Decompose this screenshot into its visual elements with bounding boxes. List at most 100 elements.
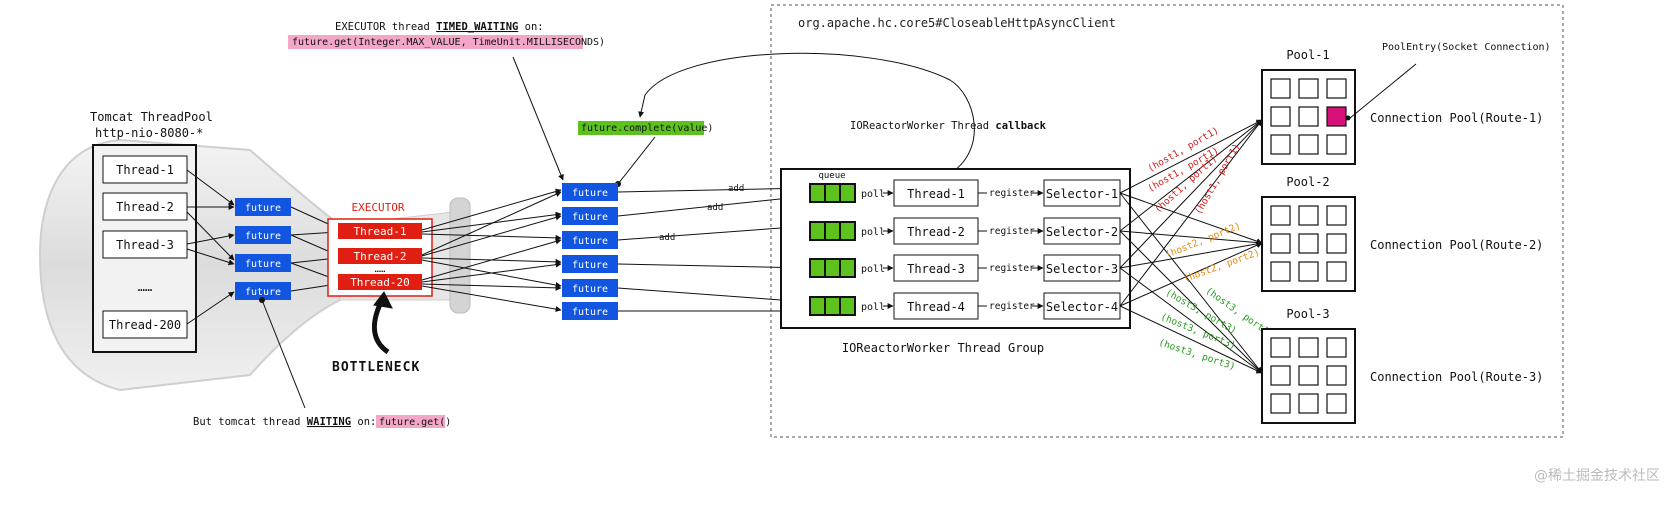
pool-slot xyxy=(1298,205,1319,226)
tomcat-title-1: Tomcat ThreadPool xyxy=(90,110,213,124)
svg-text:Selector-1: Selector-1 xyxy=(1046,187,1118,201)
pool-slot xyxy=(1270,337,1291,358)
tomcat-thread: Thread-2 xyxy=(102,192,188,221)
queue-label: queue xyxy=(818,171,845,181)
executor-ellipsis: …… xyxy=(375,265,386,275)
poll-label: poll xyxy=(861,264,885,275)
tomcat-title-2: http-nio-8080-* xyxy=(95,126,203,140)
bottleneck-arrow xyxy=(371,298,390,355)
add-label: add xyxy=(707,203,723,213)
svg-text:Thread-3: Thread-3 xyxy=(116,238,174,252)
pool-slot xyxy=(1298,365,1319,386)
register-label: register xyxy=(989,188,1035,199)
worker-group-label: IOReactorWorker Thread Group xyxy=(842,341,1044,355)
selector: Selector-3 xyxy=(1043,254,1121,282)
left-future: future xyxy=(235,282,291,300)
svg-text:Thread-2: Thread-2 xyxy=(907,225,965,239)
executor-thread: Thread-1 xyxy=(338,223,422,239)
pool-slot xyxy=(1298,134,1319,155)
pool-slot xyxy=(1298,106,1319,127)
mid-future: future xyxy=(562,255,618,273)
pool-route-label: Connection Pool(Route-3) xyxy=(1370,370,1543,384)
pool-slot xyxy=(1326,134,1347,155)
selector: Selector-2 xyxy=(1043,217,1121,245)
pool-slot xyxy=(1270,393,1291,414)
left-future: future xyxy=(235,254,291,272)
poll-label: poll xyxy=(861,189,885,200)
pool-slot xyxy=(1298,393,1319,414)
svg-text:Thread-2: Thread-2 xyxy=(354,250,407,263)
svg-text:Thread-20: Thread-20 xyxy=(350,276,410,289)
pool-slot xyxy=(1326,337,1347,358)
worker-thread: Thread-1 xyxy=(893,179,979,207)
pool-slot xyxy=(1326,233,1347,254)
left-future: future xyxy=(235,198,291,216)
tomcat-thread: Thread-200 xyxy=(102,310,188,339)
callback-label: IOReactorWorker Thread callback xyxy=(850,120,1047,132)
route-labels: (host1, port1) (host1, port1) (host1, po… xyxy=(1146,125,1275,373)
pool-slot xyxy=(1326,393,1347,414)
svg-text:future: future xyxy=(572,260,608,271)
worker-row: poll Thread-1 register Selector-1 xyxy=(809,179,1121,207)
pool-slot xyxy=(1326,365,1347,386)
queue xyxy=(809,258,856,278)
executor-thread: Thread-2 xyxy=(338,248,422,264)
mid-future: future xyxy=(562,183,618,201)
pool-slot xyxy=(1326,78,1347,99)
svg-text:future: future xyxy=(572,188,608,199)
poll-label: poll xyxy=(861,227,885,238)
top-note-code-bg xyxy=(288,35,583,49)
executor-thread: Thread-20 xyxy=(338,274,422,290)
pool-name: Pool-2 xyxy=(1286,175,1329,189)
pool-name: Pool-3 xyxy=(1286,307,1329,321)
future-to-queue-arrows xyxy=(617,185,809,314)
bottleneck-label: BOTTLENECK xyxy=(332,360,420,375)
worker-thread: Thread-3 xyxy=(893,254,979,282)
top-note-code: future.get(Integer.MAX_VALUE, TimeUnit.M… xyxy=(292,37,605,48)
worker-row: poll Thread-3 register Selector-3 xyxy=(809,254,1121,282)
mid-future: future xyxy=(562,279,618,297)
svg-text:future: future xyxy=(245,287,281,298)
add-label: add xyxy=(728,184,744,194)
selector-to-pool-lines xyxy=(1119,119,1263,374)
svg-text:Thread-3: Thread-3 xyxy=(907,262,965,276)
pool-slot xyxy=(1270,134,1291,155)
poll-label: poll xyxy=(861,302,885,313)
selector: Selector-4 xyxy=(1043,292,1121,320)
pool-slot xyxy=(1326,261,1347,282)
future-complete-bg xyxy=(578,121,704,135)
queue xyxy=(809,221,856,241)
callback-curve xyxy=(638,52,975,176)
top-note-line1: EXECUTOR thread TIMED_WAITING on: xyxy=(335,21,544,33)
add-label: add xyxy=(659,233,675,243)
left-future: future xyxy=(235,226,291,244)
svg-text:Selector-3: Selector-3 xyxy=(1046,262,1118,276)
queue xyxy=(809,296,856,316)
mid-future: future xyxy=(562,231,618,249)
client-title: org.apache.hc.core5#CloseableHttpAsyncCl… xyxy=(798,16,1116,30)
pool-entry xyxy=(1326,106,1347,127)
svg-text:future: future xyxy=(572,236,608,247)
svg-text:Thread-1: Thread-1 xyxy=(116,163,174,177)
pool-slot xyxy=(1298,261,1319,282)
svg-text:Thread-1: Thread-1 xyxy=(354,225,407,238)
pool-slot xyxy=(1270,365,1291,386)
register-label: register xyxy=(989,263,1035,274)
svg-text:Selector-4: Selector-4 xyxy=(1046,300,1118,314)
svg-text:future: future xyxy=(572,284,608,295)
svg-text:Selector-2: Selector-2 xyxy=(1046,225,1118,239)
client-boundary xyxy=(770,4,1564,438)
svg-text:Thread-1: Thread-1 xyxy=(907,187,965,201)
bottom-note-code-bg xyxy=(376,415,445,428)
pool-slot xyxy=(1270,261,1291,282)
pool-slot xyxy=(1326,205,1347,226)
svg-text:Thread-4: Thread-4 xyxy=(907,300,965,314)
worker-thread: Thread-4 xyxy=(893,292,979,320)
tomcat-ellipsis: …… xyxy=(138,280,152,294)
pool-slot xyxy=(1298,337,1319,358)
